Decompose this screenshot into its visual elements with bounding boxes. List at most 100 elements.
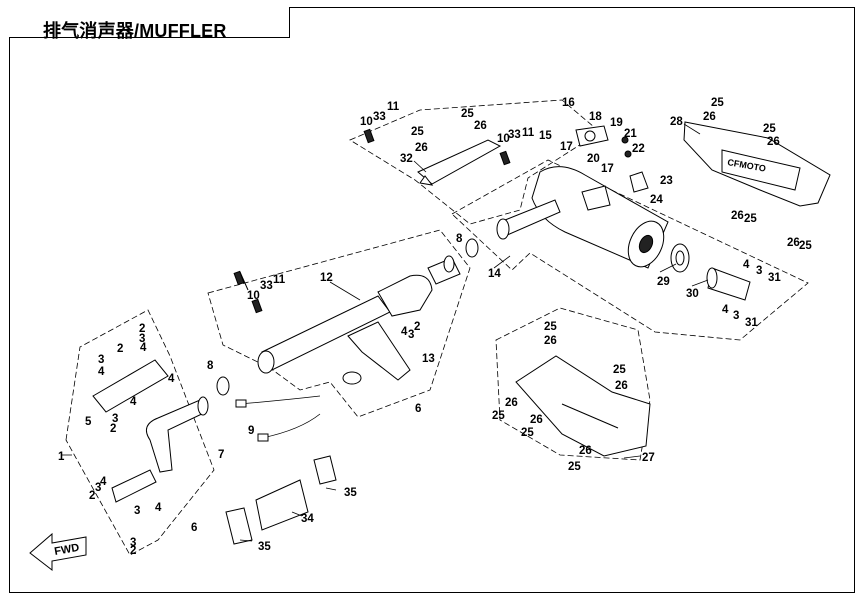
title-block: 排气消声器/MUFFLER (9, 7, 290, 41)
callout-labels: 1 2 2 2 2 2 2 3 3 3 3 3 3 3 3 3 4 4 4 4 … (58, 97, 812, 557)
drawing-frame (9, 7, 855, 593)
callout-25: 25 (711, 97, 724, 109)
clamp-front (225, 507, 253, 545)
callout-5: 5 (85, 416, 92, 428)
callout-16: 16 (562, 97, 575, 109)
callout-2: 2 (110, 423, 116, 435)
callout-3: 3 (139, 333, 145, 345)
spring-rear-coil (363, 128, 375, 144)
hanger-bracket (575, 125, 649, 193)
tail-pipe-gasket (670, 243, 690, 273)
callout-4: 4 (168, 373, 175, 385)
callout-26: 26 (731, 210, 744, 222)
callout-3: 3 (98, 354, 104, 366)
callout-26: 26 (767, 136, 780, 148)
callout-31: 31 (745, 317, 758, 329)
callout-19: 19 (610, 117, 623, 129)
callout-25: 25 (461, 108, 474, 120)
header-heat-shield (92, 359, 169, 413)
callout-14: 14 (488, 268, 501, 280)
callout-17: 17 (560, 141, 573, 153)
callout-2: 2 (414, 321, 420, 333)
callout-25: 25 (763, 123, 776, 135)
callout-3: 3 (756, 265, 762, 277)
callout-2: 2 (139, 323, 145, 335)
callout-21: 21 (624, 128, 637, 140)
callout-11: 11 (387, 101, 400, 113)
callout-26: 26 (544, 335, 557, 347)
header-pipe (111, 396, 209, 503)
callout-15: 15 (539, 130, 552, 142)
middle-pipe-catalyst (257, 255, 461, 381)
callout-3: 3 (112, 413, 118, 425)
exhaust-flange (342, 371, 362, 385)
callout-2: 2 (89, 490, 95, 502)
callout-26: 26 (579, 445, 592, 457)
callout-25: 25 (799, 240, 812, 252)
callout-8: 8 (456, 233, 463, 245)
callout-25: 25 (544, 321, 557, 333)
callout-6: 6 (415, 403, 421, 415)
group-outline-middle-pipe (207, 229, 471, 418)
callout-33: 33 (260, 280, 273, 292)
callout-34: 34 (301, 513, 314, 525)
callout-24: 24 (650, 194, 663, 206)
callout-2: 2 (117, 343, 123, 355)
callout-1: 1 (58, 451, 65, 463)
callout-4: 4 (743, 259, 750, 271)
spring-upper-left-coil (233, 270, 245, 286)
callout-28: 28 (670, 116, 683, 128)
callout-3: 3 (733, 310, 739, 322)
callout-11: 11 (522, 127, 535, 139)
callout-3: 3 (130, 537, 136, 549)
callout-7: 7 (218, 449, 224, 461)
spring-lower-left-coil (251, 298, 263, 314)
muffler-body (496, 166, 669, 269)
callout-25: 25 (411, 126, 424, 138)
callout-4: 4 (140, 342, 147, 354)
callout-35: 35 (258, 541, 271, 553)
callout-26: 26 (703, 111, 716, 123)
callout-3: 3 (408, 329, 414, 341)
callout-10: 10 (247, 290, 260, 302)
callout-10: 10 (497, 133, 510, 145)
callout-26: 26 (415, 142, 428, 154)
callout-4: 4 (722, 304, 729, 316)
leader-lines (62, 123, 709, 542)
spring-rear-right-coil (499, 150, 511, 166)
callout-26: 26 (787, 237, 800, 249)
oxygen-sensor (235, 395, 321, 442)
callout-4: 4 (100, 476, 107, 488)
callout-4: 4 (130, 396, 137, 408)
callout-26: 26 (474, 120, 487, 132)
callout-2: 2 (130, 545, 136, 557)
callout-26: 26 (505, 397, 518, 409)
fwd-label: FWD (53, 542, 80, 558)
heat-shield-lower (515, 355, 651, 457)
callout-3: 3 (95, 482, 101, 494)
callout-25: 25 (613, 364, 626, 376)
callout-27: 27 (642, 452, 655, 464)
callout-3: 3 (134, 505, 140, 517)
callout-25: 25 (744, 213, 757, 225)
callout-13: 13 (422, 353, 435, 365)
callout-4: 4 (155, 502, 162, 514)
callout-9: 9 (248, 425, 254, 437)
gasket-rear (465, 238, 479, 258)
callout-31: 31 (768, 272, 781, 284)
callout-35: 35 (344, 487, 357, 499)
callout-6: 6 (191, 522, 197, 534)
callout-18: 18 (589, 111, 602, 123)
callout-23: 23 (660, 175, 673, 187)
callout-25: 25 (521, 427, 534, 439)
gasket-front (216, 376, 230, 396)
group-outline-heat-shield-rear (349, 99, 601, 225)
callout-8: 8 (207, 360, 214, 372)
insulation-mat (255, 479, 309, 531)
callout-33: 33 (508, 129, 521, 141)
clamp-rear (313, 455, 337, 485)
page-title: 排气消声器/MUFFLER (43, 21, 227, 41)
callout-4: 4 (401, 326, 408, 338)
callout-26: 26 (530, 414, 543, 426)
